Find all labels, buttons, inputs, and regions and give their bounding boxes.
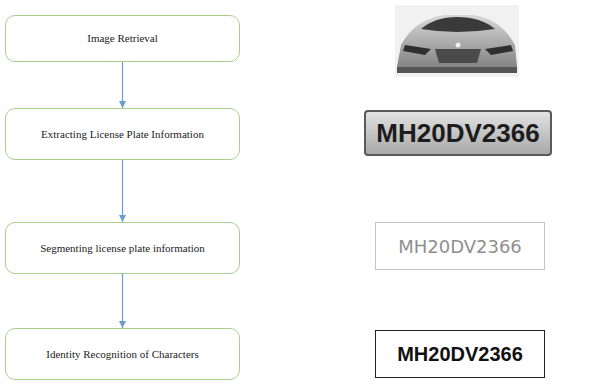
- node-text: Extracting License Plate Information: [41, 127, 204, 142]
- process-box: Image Retrieval: [5, 15, 240, 62]
- node-text: MH20DV2366: [376, 118, 539, 149]
- headlight: [485, 45, 513, 55]
- photo-ground: [395, 5, 519, 77]
- windshield: [421, 17, 495, 32]
- flow-arrow: [122, 274, 123, 328]
- node-text: MH20DV2366: [397, 343, 523, 366]
- process-box: Identity Recognition of Characters: [5, 328, 240, 380]
- car-photo: [395, 5, 519, 77]
- node-text: MH20DV2366: [398, 236, 522, 257]
- node-text: Segmenting license plate information: [40, 241, 205, 256]
- grille: [435, 49, 481, 63]
- node-text: Image Retrieval: [87, 31, 158, 46]
- recognized-text-box: MH20DV2366: [375, 330, 545, 378]
- bumper: [397, 67, 517, 73]
- process-box: Extracting License Plate Information: [5, 108, 240, 160]
- flow-arrow: [122, 62, 123, 108]
- flow-arrow: [122, 160, 123, 222]
- car-body: [397, 15, 517, 71]
- process-box: Segmenting license plate information: [5, 222, 240, 274]
- license-plate: MH20DV2366: [364, 110, 552, 156]
- headlight: [403, 45, 431, 55]
- node-text: Identity Recognition of Characters: [46, 347, 198, 362]
- emblem: [456, 43, 461, 48]
- segmented-text-box: MH20DV2366: [375, 222, 545, 270]
